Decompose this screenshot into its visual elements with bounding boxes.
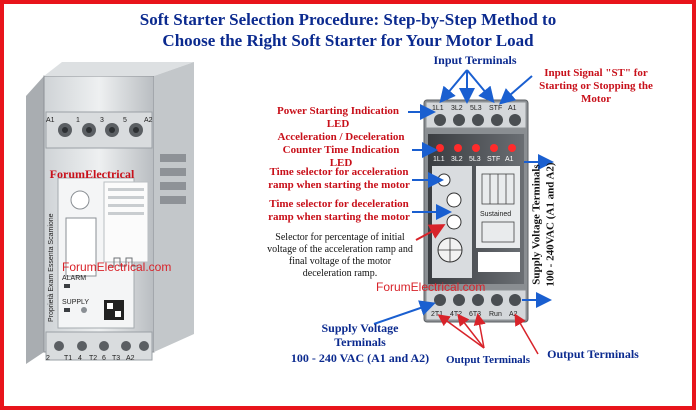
left-top-terminal-a1: A1 (46, 117, 55, 124)
supply-left-line1: Supply Voltage (321, 321, 399, 335)
right-top-terminal-5l3: 5L3 (470, 105, 482, 112)
right-bottom-terminal-6t3: 6T3 (469, 311, 481, 318)
page-title-line1: Soft Starter Selection Procedure: Step-b… (139, 10, 557, 29)
left-top-terminal-a2: A2 (144, 117, 153, 124)
left-bottom-terminal-4: 4 (78, 355, 82, 362)
left-top-terminal-5: 5 (123, 117, 127, 124)
left-led-alarm-label: ALARM (62, 275, 86, 282)
page-title-line2: Choose the Right Soft Starter for Your M… (162, 31, 534, 50)
time-decel-label: Time selector for deceleration ramp when… (268, 198, 410, 223)
right-bottom-terminal-a2: A2 (509, 311, 518, 318)
right-top-terminal-stf: STF (489, 105, 502, 112)
output-terminals-label: Output Terminals (547, 347, 639, 361)
left-bottom-terminal-t1: T1 (64, 355, 72, 362)
right-bottom-terminal-2t1: 2T1 (431, 311, 443, 318)
left-bottom-terminal-2: 2 (46, 355, 50, 362)
right-top-terminal-3l2: 3L2 (451, 105, 463, 112)
left-soft-starter: A1 1 3 5 A2 Proprietà E (26, 62, 194, 364)
watermark-left: ForumElectrical.com (62, 260, 172, 274)
right-bottom-terminal-4t2: 4T2 (450, 311, 462, 318)
left-bottom-terminal-labels: 2 T1 4 T2 6 T3 A2 (46, 355, 135, 362)
left-top-terminal-1: 1 (76, 117, 80, 124)
selector-note: Selector for percentage of initial volta… (267, 232, 413, 279)
right-panel-subtitle: Sustained (480, 211, 511, 218)
right-panel-label-a1: A1 (505, 156, 514, 163)
right-panel-label-5l3: 5L3 (469, 156, 481, 163)
right-panel-label-1l1: 1L1 (433, 156, 445, 163)
input-terminals-label: Input Terminals (433, 53, 517, 67)
supply-left-line3: 100 - 240 VAC (A1 and A2) (290, 351, 430, 365)
right-bottom-terminal-run: Run (489, 311, 502, 318)
power-led-label: Power Starting Indication LED (276, 105, 400, 130)
right-panel-label-3l2: 3L2 (451, 156, 463, 163)
supply-vertical-line2: 100 - 240VAC (A1 and A2) (544, 162, 557, 287)
left-bottom-terminal-t3: T3 (112, 355, 120, 362)
left-bottom-terminal-t2: T2 (89, 355, 97, 362)
accel-decel-led-label: Acceleration / Deceleration Counter Time… (277, 131, 405, 169)
diagram-canvas: A1 1 3 5 A2 Proprietà E (26, 62, 554, 364)
time-accel-label: Time selector for acceleration ramp when… (268, 166, 410, 191)
right-soft-starter: 1L1 3L2 5L3 STF A1 1L1 3L2 5L3 STF A1 (423, 99, 529, 323)
right-panel-label-stf: STF (487, 156, 500, 163)
left-brand-label: ForumElectrical (49, 167, 135, 181)
left-bottom-terminal-a2: A2 (126, 355, 135, 362)
supply-left-line2: Terminals (334, 335, 386, 349)
left-bottom-terminal-6: 6 (102, 355, 106, 362)
left-led-supply-label: SUPPLY (62, 299, 89, 306)
right-top-terminal-1l1: 1L1 (432, 105, 444, 112)
supply-vertical-line1: Supply Voltage Terminals (530, 164, 543, 285)
left-top-terminal-3: 3 (100, 117, 104, 124)
annotation-arrows (373, 69, 554, 355)
watermark-right: ForumElectrical.com (376, 280, 486, 294)
output-terminals-small-label: Output Terminals (445, 354, 531, 366)
left-side-text: Proprietà Exam Essenta Scamione (48, 213, 55, 322)
right-top-terminal-a1: A1 (508, 105, 517, 112)
input-signal-label: Input Signal "ST" for Starting or Stoppi… (539, 67, 653, 105)
